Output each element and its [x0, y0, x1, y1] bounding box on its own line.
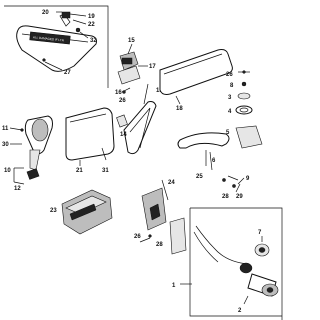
side-mirror — [9, 115, 53, 185]
callout-2: 2 — [238, 308, 242, 314]
callout-22: 22 — [88, 22, 95, 28]
visor-label-text: ALL DAMAGED IF LTR — [33, 35, 65, 42]
callout-1: 1 — [172, 283, 176, 289]
mirror-bracket — [117, 43, 149, 105]
rear-view-mirror — [116, 101, 157, 155]
callout-23: 23 — [50, 208, 57, 214]
callout-4: 4 — [228, 109, 232, 115]
sun-visor-panel — [159, 49, 233, 105]
console-box — [61, 189, 113, 235]
callout-28: 28 — [222, 194, 229, 200]
callout-30: 30 — [2, 142, 9, 148]
sun-visor-inset: ALL DAMAGED IF LTR — [4, 5, 109, 88]
callout-18: 18 — [176, 106, 183, 112]
callout-5: 5 — [226, 130, 230, 136]
callout-31: 31 — [102, 168, 109, 174]
parts-diagram: ALL DAMAGED IF LTR 20 19 22 32 27 15 17 … — [2, 5, 283, 320]
callout-25: 25 — [196, 174, 203, 180]
callout-7: 7 — [258, 230, 262, 236]
callout-15: 15 — [128, 38, 135, 44]
callout-14: 14 — [120, 132, 127, 138]
callout-24: 24 — [168, 180, 175, 186]
callout-11: 11 — [2, 126, 9, 132]
callout-10: 10 — [4, 168, 11, 174]
callout-27: 27 — [64, 70, 71, 76]
callout-26c: 26 — [134, 234, 141, 240]
callout-29: 29 — [236, 194, 243, 200]
lighter-inset — [180, 207, 283, 320]
grab-handle — [177, 125, 263, 193]
callout-20: 20 — [42, 10, 49, 16]
callout-3: 3 — [228, 95, 232, 101]
callout-21: 21 — [76, 168, 83, 174]
callout-26a: 26 — [119, 98, 126, 104]
sun-visor-21 — [65, 107, 115, 166]
callout-26b: 26 — [226, 72, 233, 78]
callout-19: 19 — [88, 14, 95, 20]
callout-16: 16 — [115, 90, 122, 96]
callout-17: 17 — [149, 64, 156, 70]
lamp-assembly — [139, 179, 187, 255]
callout-32: 32 — [90, 38, 97, 44]
callout-28b: 28 — [156, 242, 163, 248]
callout-9: 9 — [246, 176, 250, 182]
callout-12: 12 — [14, 186, 21, 192]
small-parts-right — [235, 70, 253, 115]
callout-8: 8 — [230, 83, 234, 89]
callout-13: 13 — [156, 88, 163, 94]
callout-6: 6 — [212, 158, 216, 164]
